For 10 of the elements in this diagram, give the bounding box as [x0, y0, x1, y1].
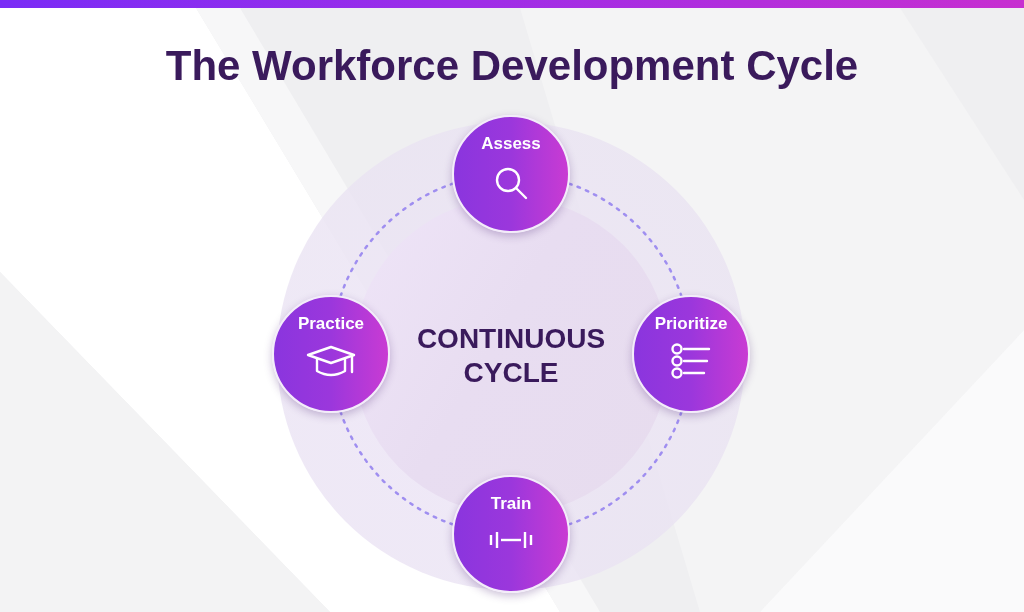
title: The Workforce Development Cycle	[165, 41, 859, 91]
step-label: Train	[490, 494, 532, 514]
step-label: Assess	[481, 134, 541, 154]
dashed-connector	[567, 182, 683, 298]
step-label: Prioritize	[654, 314, 728, 334]
dashed-connector	[567, 410, 683, 526]
step-label: Practice	[297, 314, 365, 334]
dashed-connector	[339, 182, 455, 298]
center-label: CONTINUOUS CYCLE	[401, 322, 621, 390]
dashed-connector	[339, 410, 455, 526]
